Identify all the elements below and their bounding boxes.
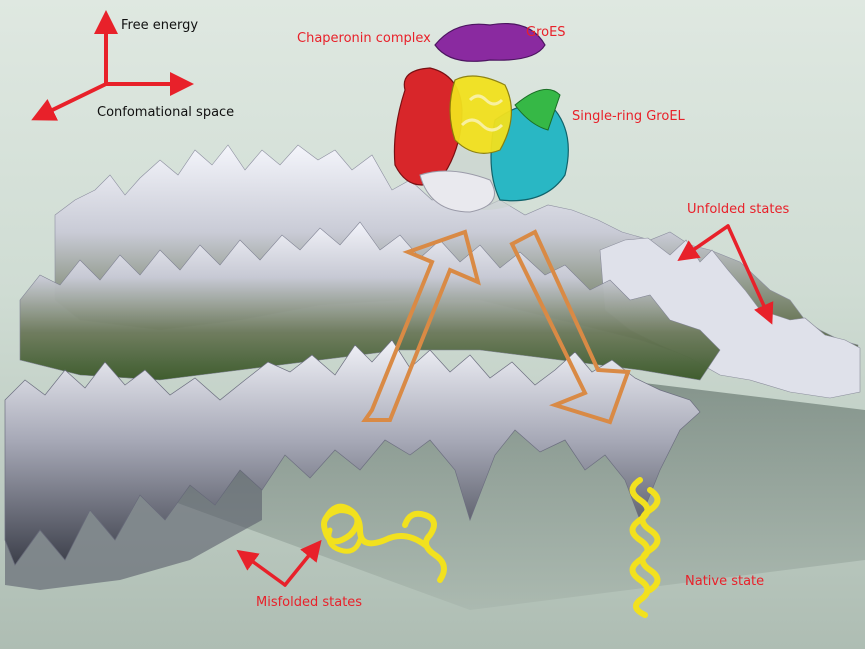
axis-arrows	[31, 10, 194, 121]
native-state-label: Native state	[685, 574, 765, 589]
downward-cycle-arrow	[509, 229, 631, 425]
conformational-z-axis-arrow	[31, 82, 108, 121]
misfolded-states-pointers	[236, 539, 322, 587]
single-ring-groel-label: Single-ring GroEL	[572, 109, 685, 124]
misfolded-states-label: Misfolded states	[256, 595, 363, 610]
conformational-space-axis-label: Confomational space	[97, 105, 235, 120]
landscape-left-cliff	[5, 470, 262, 590]
groes-label: GroES	[526, 25, 566, 40]
chaperonin-complex-label: Chaperonin complex	[297, 31, 431, 46]
folding-cycle-arrows	[361, 229, 631, 425]
unfolded-states-pointers	[677, 224, 774, 325]
upward-cycle-arrow	[361, 229, 481, 422]
chaperonin-complex-structure	[393, 22, 569, 213]
unfolded-states-label: Unfolded states	[687, 202, 790, 217]
native-protein-structure	[629, 477, 661, 618]
free-energy-axis-label: Free energy	[121, 18, 199, 33]
misfolded-protein-structure	[321, 503, 447, 583]
